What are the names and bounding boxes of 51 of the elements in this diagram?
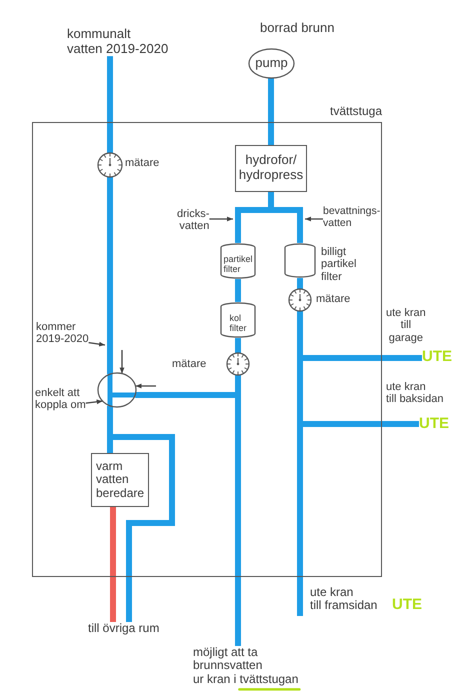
water-pipe [297,424,303,616]
water-pipe [297,311,303,358]
outdoor-label: UTE [419,416,449,433]
branch-label: bevattnings- vatten [323,206,380,230]
water-pipe [300,421,419,427]
meter-label: mätare [125,157,160,170]
branch-label: dricks- vatten [177,208,210,233]
water-pipe [107,177,113,374]
tank-box: hydrofor/ hydropress [235,145,307,192]
water-pipe [300,355,422,361]
filter-label: kol filter [229,312,246,334]
leader-arrow [86,399,103,404]
outdoor-label: UTE [422,349,452,366]
faucet-label: ute kran till garage [386,307,426,344]
water-pipe [235,338,241,353]
water-pipe [135,392,238,398]
note-text: enkelt att koppla om [35,387,86,412]
filter-label: partikel filter [223,254,252,274]
heater-box: varm vatten beredare [91,453,149,507]
water-pipe [110,507,116,622]
meter-label: mätare [172,358,206,370]
water-pipe [107,56,113,153]
water-pipe [235,207,271,243]
water-pipe [271,207,303,243]
water-pipe [268,78,274,145]
note-text: möjligt att ta brunnsvatten ur kran i tvättstugan [193,646,298,686]
faucet-label: ute kran till baksidan [386,381,444,406]
leader-arrow [209,216,233,222]
source-label: kommunalt vatten 2019-2020 [67,27,168,56]
water-pipe [110,434,175,622]
pointer-arrow [120,350,124,374]
outdoor-label: UTE [392,597,422,614]
water-pipe [235,375,241,395]
water-pipe [107,437,113,453]
pump-label: pump [255,56,288,71]
faucet-label: ute kran till framsidan [310,586,378,613]
water-pipe [297,358,303,424]
leader-arrow [305,216,323,222]
filter-label: billigt partikel filter [321,246,356,283]
water-pipe [235,279,241,302]
room-heading: tvättstuga [330,105,382,118]
note-text: kommer 2019-2020 [36,321,89,346]
well-heading: borrad brunn [260,21,334,36]
water-pipe [107,406,113,437]
leader-arrow [88,342,106,347]
water-pipe [297,278,303,289]
meter-label: mätare [316,293,350,306]
outlet-label: till övriga rum [88,622,160,636]
water-pipe [235,395,241,646]
water-pipe [268,192,274,210]
pointer-arrow [135,384,156,388]
